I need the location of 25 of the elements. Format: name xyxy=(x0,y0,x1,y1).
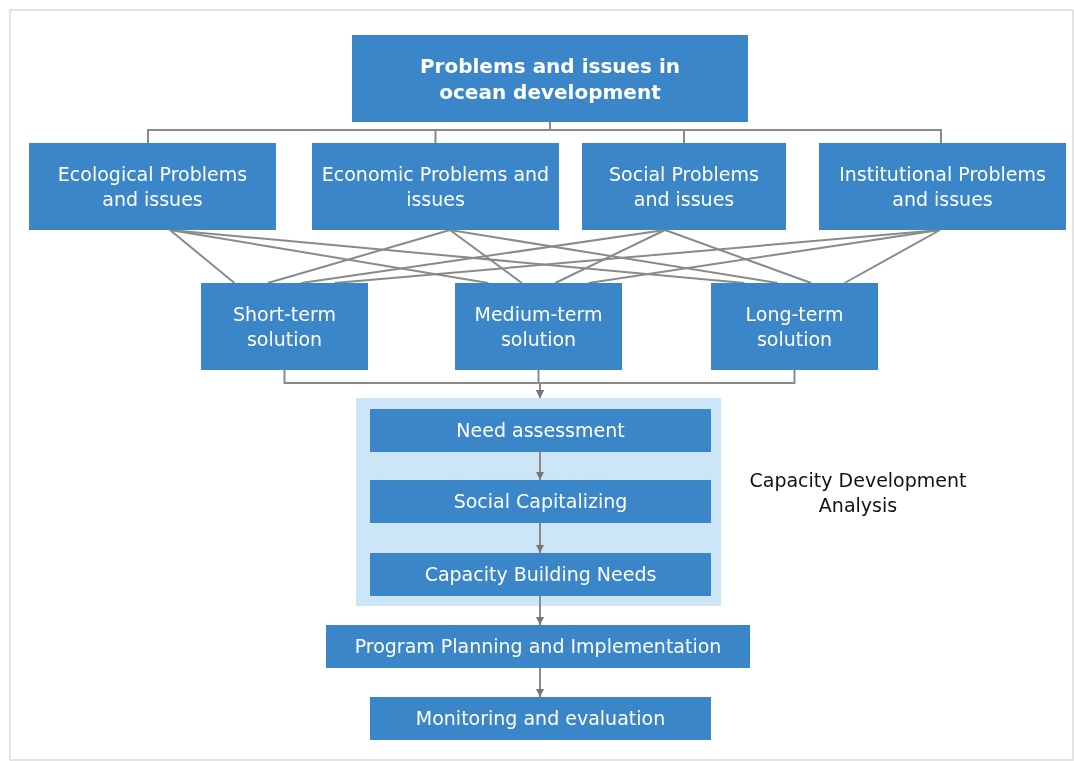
connector-line xyxy=(169,229,236,284)
panel-label: Capacity Development Analysis xyxy=(748,468,968,518)
process-box: Social Capitalizing xyxy=(370,480,711,523)
process-box: Need assessment xyxy=(370,409,711,452)
title-box: Problems and issues in ocean development xyxy=(352,35,748,122)
process-box: Short-term solution xyxy=(201,283,368,370)
connector-line xyxy=(266,229,451,284)
process-box: Social Problems and issues xyxy=(582,143,786,230)
process-box: Monitoring and evaluation xyxy=(370,697,711,740)
connector-line xyxy=(843,229,941,284)
connector-line xyxy=(554,229,666,284)
arrow xyxy=(536,667,544,698)
process-box: Long-term solution xyxy=(711,283,878,370)
arrow xyxy=(536,369,796,399)
process-box: Ecological Problems and issues xyxy=(29,143,276,230)
process-box: Economic Problems and issues xyxy=(312,143,559,230)
process-box: Capacity Building Needs xyxy=(370,553,711,596)
process-box: Medium-term solution xyxy=(455,283,622,370)
arrow xyxy=(536,451,544,481)
connector-line xyxy=(449,229,523,284)
arrow xyxy=(536,595,544,626)
process-box: Program Planning and Implementation xyxy=(326,625,750,668)
arrow xyxy=(536,522,544,554)
process-box: Institutional Problems and issues xyxy=(819,143,1066,230)
connector-line xyxy=(664,229,813,284)
